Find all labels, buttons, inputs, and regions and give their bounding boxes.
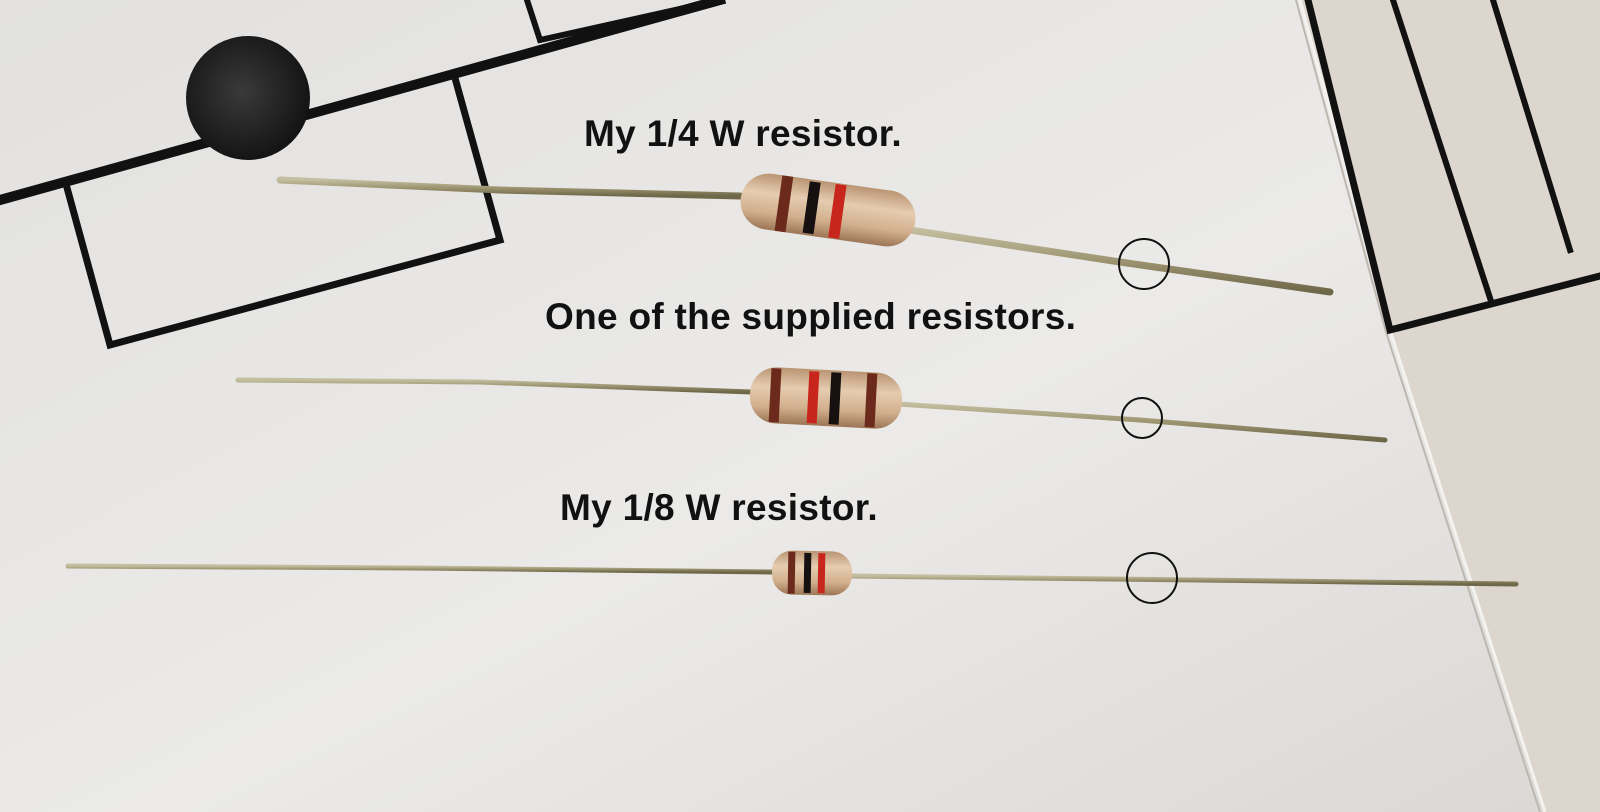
resistor-band (802, 181, 821, 235)
paper-fold-region (1300, 0, 1600, 812)
lead-wire-left (235, 377, 755, 395)
lead-wire-left (65, 563, 775, 575)
caption-supplied-resistor: One of the supplied resistors. (545, 296, 1077, 337)
resistor-band (803, 552, 812, 593)
resistor-band (828, 183, 847, 239)
resistor-supplied (235, 367, 1388, 443)
resistor-band (806, 371, 820, 424)
resistor-body (771, 550, 853, 596)
caption-quarter-watt: My 1/4 W resistor. (584, 113, 902, 154)
marker-circle (1126, 552, 1178, 604)
resistor-band (864, 373, 878, 428)
lead-wire-left (276, 176, 744, 200)
marker-circle (1118, 238, 1170, 290)
paper-fold-shadow (1295, 0, 1541, 812)
resistor-band (817, 553, 826, 594)
marker-circles (1118, 238, 1178, 604)
resistor-eighth-watt (65, 550, 1519, 596)
printed-dot (186, 36, 310, 160)
caption-eighth-watt: My 1/8 W resistor. (560, 487, 878, 528)
lead-wire-right (895, 401, 1388, 443)
marker-circle (1121, 397, 1163, 439)
resistor-band (787, 551, 796, 594)
resistor-body (749, 367, 903, 429)
printed-schematic (0, 0, 1600, 350)
resistor-band (828, 372, 842, 425)
lead-wire-right (847, 573, 1519, 587)
resistor-band (774, 175, 794, 233)
resistor-band (768, 368, 782, 423)
